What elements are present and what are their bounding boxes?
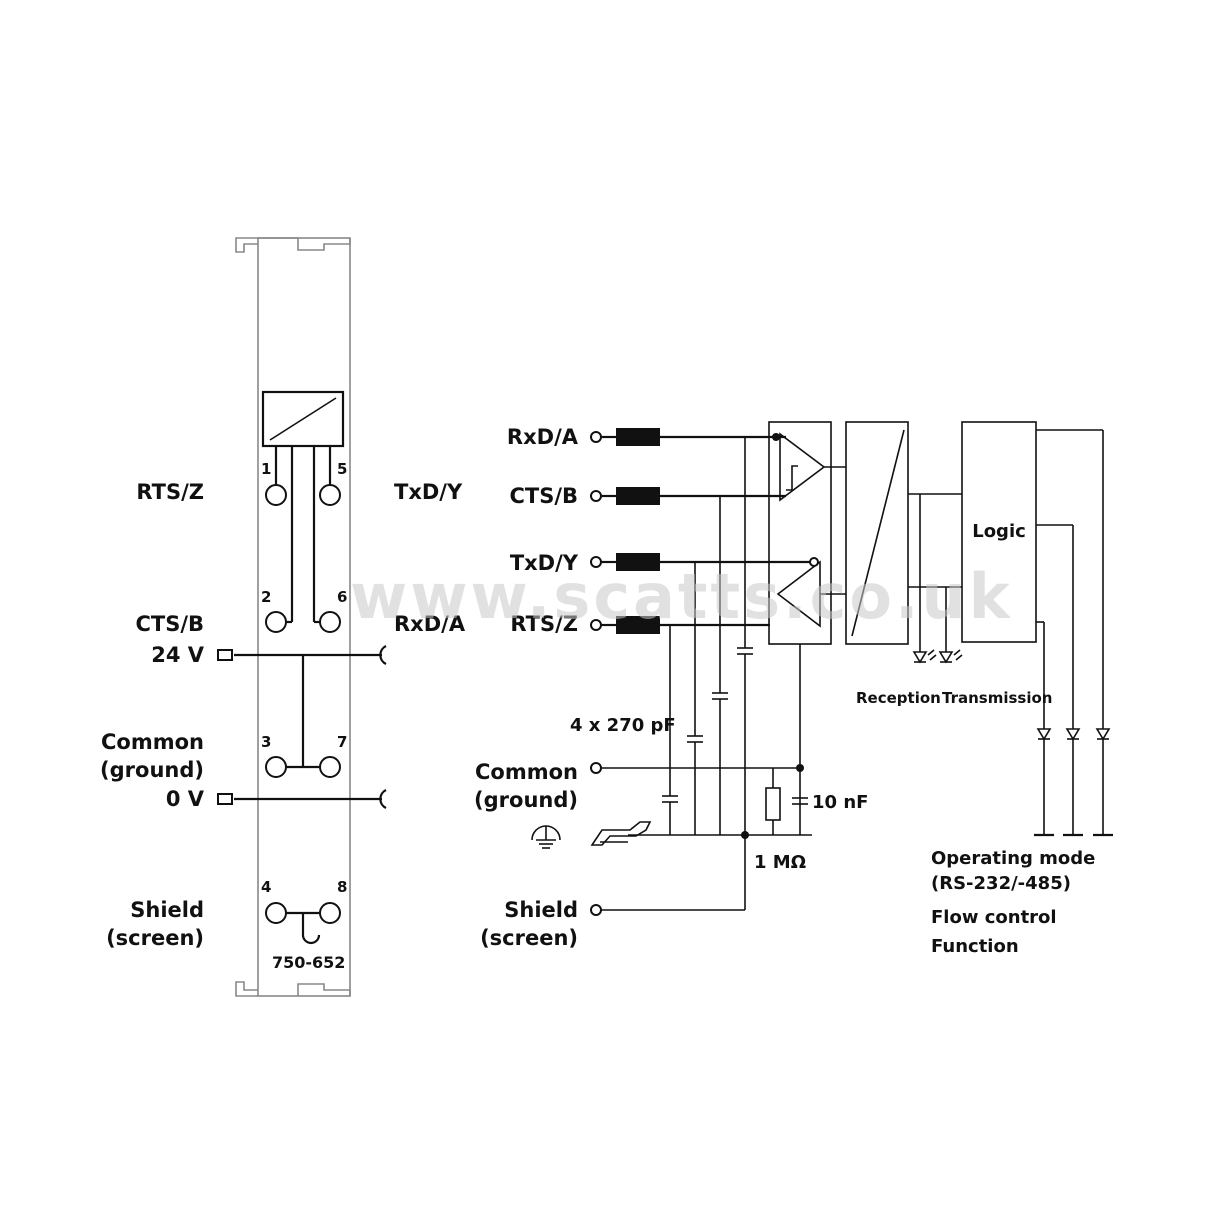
label-rxd-a: RxD/A: [394, 612, 466, 636]
logic-block: [961, 421, 1037, 643]
top-rail-clip-left: [235, 237, 258, 253]
pin-2-label: 2: [261, 588, 271, 606]
earth-icon: [531, 825, 561, 849]
terminal-7: [319, 756, 341, 778]
resistor-1mohm: [765, 787, 781, 821]
terminal-1: [265, 484, 287, 506]
transmission-label: Transmission: [942, 689, 1052, 707]
input-rxd-a: [590, 428, 786, 446]
common-label: Common: [475, 760, 578, 784]
contact-24v: [379, 645, 387, 665]
contact-0v: [379, 789, 387, 809]
input-rxd-a-label: RxD/A: [507, 425, 579, 449]
pin-6-label: 6: [337, 588, 347, 606]
converter-diagonal: [269, 397, 337, 441]
isolation-block: [845, 421, 909, 645]
terminal-5: [319, 484, 341, 506]
reception-label: Reception: [856, 689, 941, 707]
status-leds: [1034, 429, 1113, 837]
label-ground: (ground): [100, 758, 204, 782]
label-cts-b: CTS/B: [135, 612, 204, 636]
transmission-led: [938, 587, 963, 664]
pin-7-label: 7: [337, 733, 347, 751]
label-txd-y: TxD/Y: [394, 480, 463, 504]
label-24v: 24 V: [151, 643, 205, 667]
pin-3-label: 3: [261, 733, 271, 751]
watermark: www.scatts.co.uk: [350, 560, 1013, 633]
input-rts-z: [590, 616, 770, 634]
note-function: Function: [931, 936, 1019, 957]
screen-label: (screen): [480, 926, 578, 950]
logic-label: Logic: [972, 521, 1026, 542]
cap-10nf-label: 10 nF: [812, 792, 868, 813]
label-screen: (screen): [106, 926, 204, 950]
circuit-schematic: RxD/A CTS/B TxD/Y RTS/Z: [474, 421, 1113, 957]
resistor-label: 1 MΩ: [754, 852, 806, 873]
choke-cts-b: [616, 487, 660, 505]
note-flow-control: Flow control: [931, 907, 1057, 928]
label-common: Common: [101, 730, 204, 754]
converter-block: [261, 390, 345, 448]
choke-rxd-a: [616, 428, 660, 446]
pin-8-label: 8: [337, 878, 347, 896]
choke-rts-z: [616, 616, 660, 634]
shield-label: Shield: [504, 898, 578, 922]
choke-txd-y: [616, 553, 660, 571]
input-txd-y-label: TxD/Y: [510, 551, 579, 575]
input-rts-z-label: RTS/Z: [510, 612, 578, 636]
terminal-2: [265, 611, 287, 633]
top-rail-clip-right: [258, 237, 351, 251]
bottom-rail-clip-right: [297, 983, 351, 996]
ground-label: (ground): [474, 788, 578, 812]
input-cts-b-label: CTS/B: [509, 484, 578, 508]
terminal-24v: [217, 649, 233, 661]
din-rail-icon: [590, 821, 652, 846]
pin-5-label: 5: [337, 460, 347, 478]
module-housing: [257, 237, 351, 997]
terminal-4: [265, 902, 287, 924]
terminal-3: [265, 756, 287, 778]
label-shield: Shield: [130, 898, 204, 922]
terminal-6: [319, 611, 341, 633]
part-number: 750-652: [272, 953, 345, 972]
terminal-8: [319, 902, 341, 924]
isolation-diagonal: [851, 429, 905, 637]
schmitt-symbol: [786, 465, 798, 491]
label-rts-z: RTS/Z: [136, 480, 204, 504]
note-operating-mode: Operating mode: [931, 848, 1095, 869]
label-0v: 0 V: [166, 787, 205, 811]
shield-loop: [301, 913, 321, 945]
bottom-rail-clip-left: [235, 981, 258, 997]
input-cts-b: [590, 487, 786, 505]
terminal-0v: [217, 793, 233, 805]
receiver-amplifier: [779, 432, 826, 502]
pin-1-label: 1: [261, 460, 271, 478]
capacitor-label: 4 x 270 pF: [570, 715, 676, 736]
note-rs232-485: (RS-232/-485): [931, 873, 1071, 894]
pin-4-label: 4: [261, 878, 271, 896]
reception-led: [912, 494, 937, 664]
input-txd-y: [590, 553, 812, 571]
terminal-module: 1 5 2 6 3 7 4 8 750-652 RTS/Z CTS/B 24 V…: [100, 237, 466, 997]
